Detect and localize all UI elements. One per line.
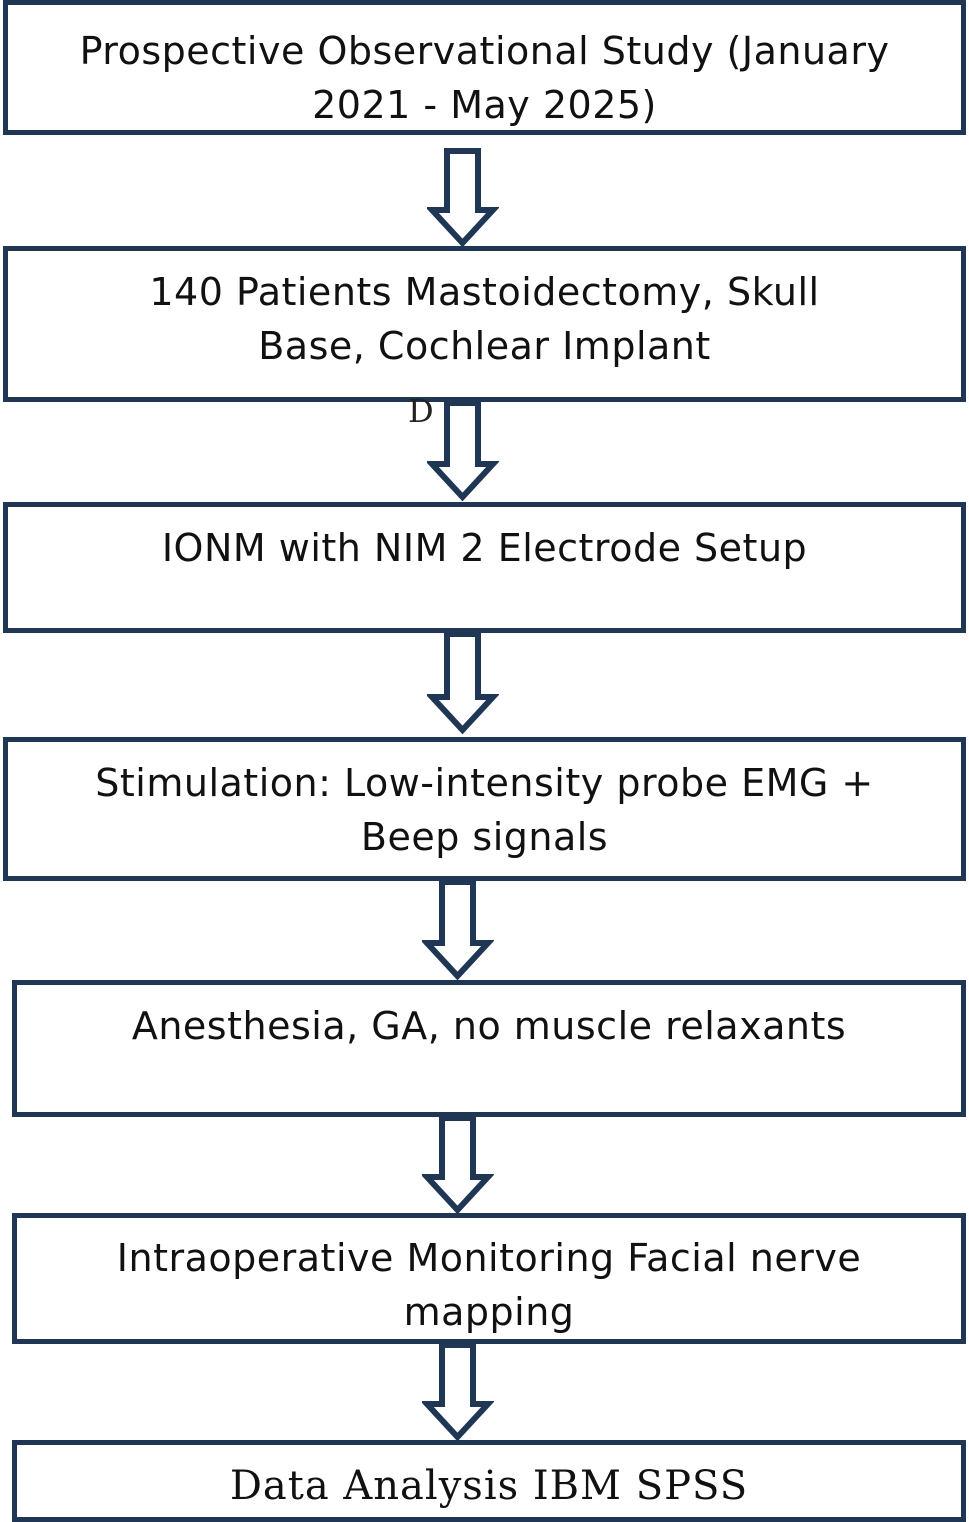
step-label-patients: 140 Patients Mastoidectomy, Skull Base, … <box>149 270 820 368</box>
step-box-study-design: Prospective Observational Study (January… <box>3 0 966 135</box>
step-box-anesthesia: Anesthesia, GA, no muscle relaxants <box>12 980 966 1117</box>
down-arrow-icon <box>427 400 499 502</box>
step-label-stimulation: Stimulation: Low-intensity probe EMG + B… <box>95 761 874 859</box>
stray-letter-mark: D <box>408 392 434 430</box>
down-arrow-icon <box>427 148 499 248</box>
step-label-data-analysis: Data Analysis IBM SPSS <box>229 1463 749 1509</box>
step-label-monitoring: Intraoperative Monitoring Facial nerve m… <box>116 1236 862 1334</box>
step-box-data-analysis: Data Analysis IBM SPSS <box>12 1440 966 1522</box>
step-box-monitoring: Intraoperative Monitoring Facial nerve m… <box>12 1213 966 1344</box>
step-label-study-design: Prospective Observational Study (January… <box>79 29 890 127</box>
down-arrow-icon <box>422 1115 494 1215</box>
step-label-anesthesia: Anesthesia, GA, no muscle relaxants <box>131 1004 847 1048</box>
step-box-patients: 140 Patients Mastoidectomy, Skull Base, … <box>3 246 966 402</box>
step-label-ionm: IONM with NIM 2 Electrode Setup <box>161 526 808 570</box>
down-arrow-icon <box>422 879 494 981</box>
step-box-stimulation: Stimulation: Low-intensity probe EMG + B… <box>3 737 966 881</box>
down-arrow-icon <box>427 631 499 735</box>
down-arrow-icon <box>422 1342 494 1442</box>
step-box-ionm: IONM with NIM 2 Electrode Setup <box>3 502 966 633</box>
